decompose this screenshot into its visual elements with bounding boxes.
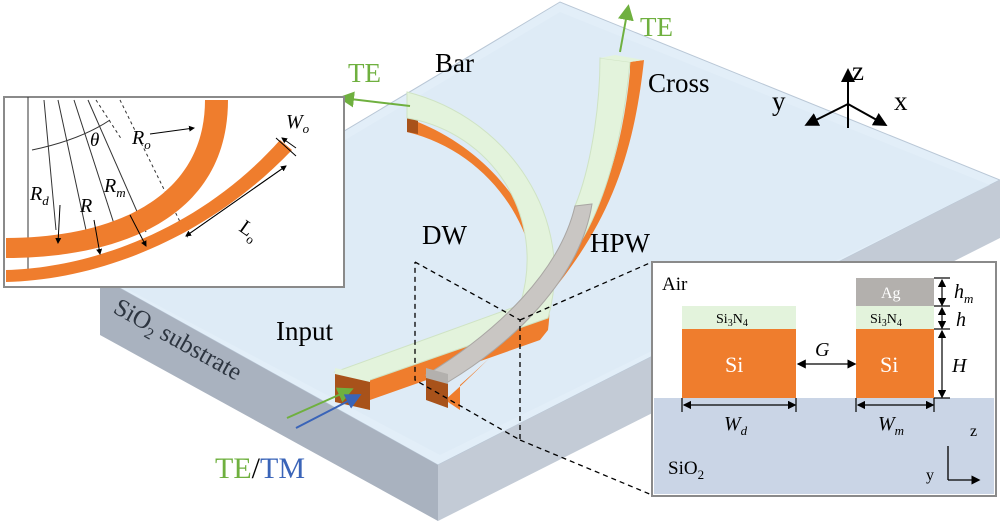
ro-label: Ro — [131, 127, 151, 152]
slash-text: / — [252, 452, 261, 485]
te-in-text: TE — [215, 452, 252, 485]
cross-output-facet — [600, 55, 644, 62]
cs-sio2-label: SiO2 — [668, 458, 704, 482]
cs-hm-label: hm — [954, 281, 973, 306]
cs-wd-label: Wd — [724, 413, 748, 438]
inset-dw-arc — [6, 100, 228, 258]
cs-sio2-region — [654, 398, 994, 494]
top-view-inset: θ Ro Wo Rd R Rm Lo — [3, 96, 345, 288]
te-cross-arrow — [617, 4, 634, 53]
dw-inner-wall — [407, 118, 418, 134]
cs-H-label: H — [951, 355, 968, 377]
hpw-input-facet-silver — [426, 368, 448, 384]
te-bar-arrow — [338, 91, 411, 108]
bar-label: Bar — [435, 48, 474, 78]
te-input-arrow — [286, 387, 354, 419]
wo-label: Wo — [286, 111, 310, 136]
cross-label: Cross — [648, 68, 710, 98]
cs-left-si-label: Si — [725, 352, 743, 377]
cs-ag-label: Ag — [881, 285, 901, 302]
cs-right-si3n4-label: Si3N4 — [870, 312, 902, 329]
input-label: Input — [276, 316, 333, 346]
cs-g-label: G — [815, 339, 830, 361]
hpw-input-facet — [426, 375, 448, 408]
r-label: R — [79, 195, 92, 217]
cs-right-ag — [856, 278, 934, 306]
cs-axis-y-label: y — [926, 467, 934, 484]
cs-left-si3n4-label: Si3N4 — [716, 312, 748, 329]
rm-label: Rm — [103, 175, 126, 200]
waveguide-structure — [333, 55, 644, 410]
axis-x-label: x — [894, 86, 908, 116]
cs-air-label: Air — [662, 274, 688, 295]
cs-right-si3n4 — [856, 306, 934, 329]
cs-right-si — [856, 329, 934, 398]
axis-y-label: y — [772, 86, 786, 116]
cs-left-si — [682, 329, 796, 398]
dw-label: DW — [422, 220, 467, 250]
te-bar-label: TE — [348, 58, 381, 88]
rd-label: Rd — [29, 183, 49, 208]
cs-axis-z-label: z — [970, 423, 977, 440]
dw-input-facet-si3n4 — [335, 368, 370, 382]
hpw-label: HPW — [590, 228, 651, 258]
cs-right-si-label: Si — [880, 352, 898, 377]
axis-z-label: z — [852, 56, 864, 86]
cs-left-si3n4 — [682, 306, 796, 329]
theta-label: θ — [90, 130, 99, 151]
te-cross-label: TE — [640, 12, 673, 42]
te-tm-label: TE/TM — [215, 452, 305, 485]
callout-box — [414, 261, 521, 442]
tm-input-arrow — [295, 394, 362, 429]
axes-3d: y z x — [772, 56, 908, 128]
substrate-left-face — [100, 277, 438, 521]
cross-section-inset: Air Ag Si3N4 Si3N4 Si Si G hm h H Wd Wm … — [651, 261, 997, 497]
cs-h-label: h — [956, 309, 966, 331]
dw-side-wall — [370, 118, 550, 400]
cs-wm-label: Wm — [878, 413, 904, 438]
tm-in-text: TM — [260, 452, 305, 485]
